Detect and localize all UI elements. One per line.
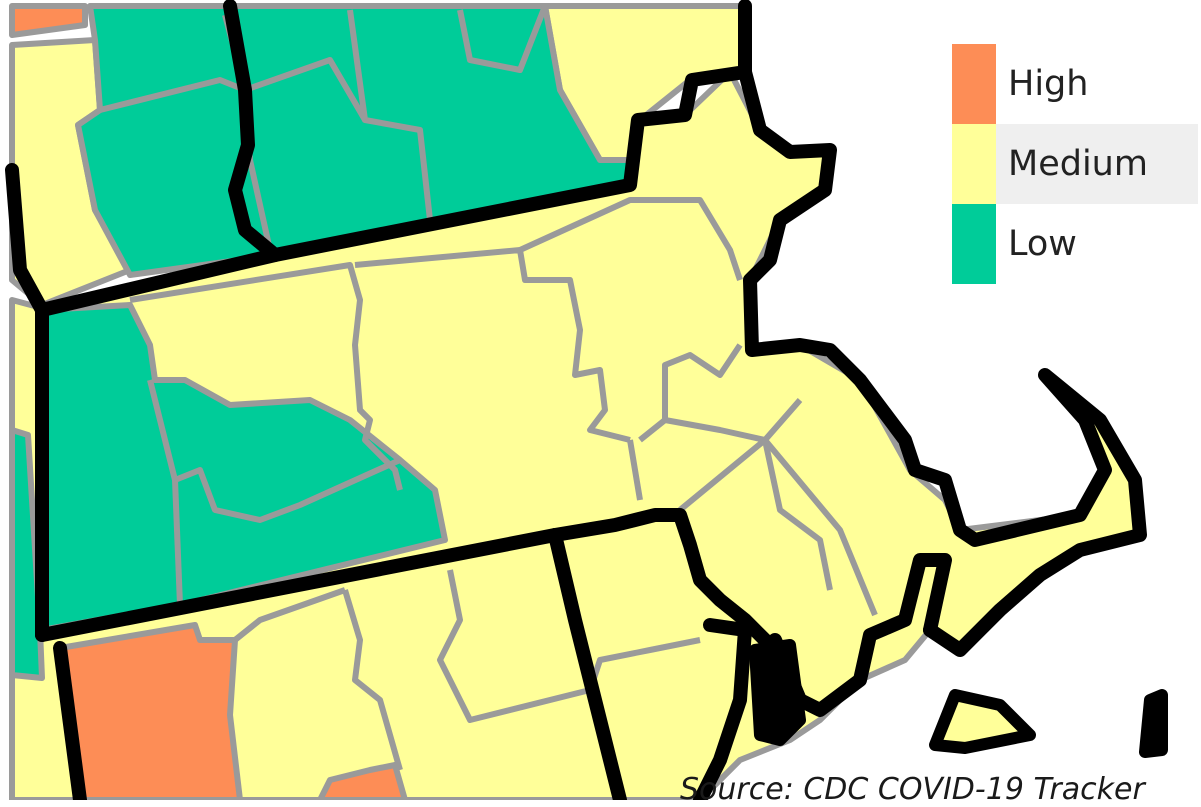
legend-swatch-high	[952, 44, 996, 124]
island-nantucket	[1139, 689, 1168, 758]
legend-item-medium[interactable]: Medium	[952, 124, 1198, 204]
high-region-south	[317, 762, 408, 800]
low-region-ny	[9, 427, 45, 681]
legend: High Medium Low	[952, 44, 1198, 284]
legend-label-low: Low	[1008, 224, 1077, 264]
source-credit: Source: CDC COVID-19 Tracker	[680, 772, 1145, 807]
legend-swatch-low	[952, 204, 996, 284]
high-region-ct	[57, 622, 243, 800]
legend-label-high: High	[1008, 64, 1089, 104]
legend-item-low[interactable]: Low	[952, 204, 1198, 284]
legend-label-medium: Medium	[1008, 144, 1148, 184]
island-aquidneck	[749, 639, 806, 746]
island-marthas-vineyard	[929, 689, 1036, 754]
legend-swatch-medium	[952, 124, 996, 204]
legend-item-high[interactable]: High	[952, 44, 1198, 124]
high-region-corner	[9, 3, 88, 38]
